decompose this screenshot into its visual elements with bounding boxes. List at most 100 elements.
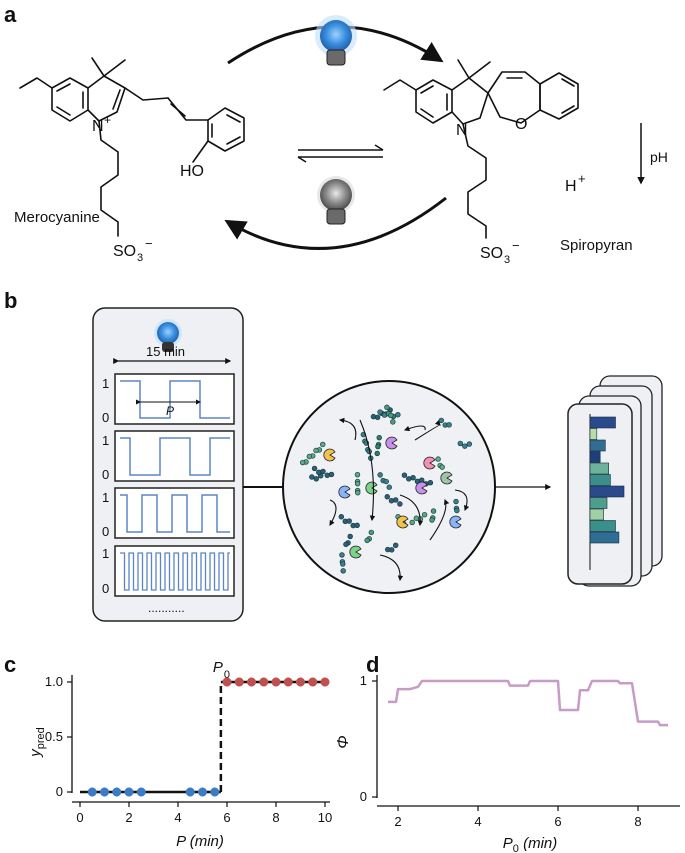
enzyme-icon [415, 481, 428, 495]
c-data-point [87, 787, 97, 797]
strand-bead [340, 561, 346, 567]
spiropyran-sulfonate-sub: 3 [504, 254, 510, 266]
strand-bead [384, 404, 390, 411]
enzyme-icon [440, 471, 453, 485]
d-y-axis-label: Φ [335, 735, 352, 748]
reaction-arrow [379, 554, 404, 582]
strand-bead [413, 515, 420, 521]
d-x-tick-label: 6 [554, 814, 561, 829]
strand-bead [390, 419, 396, 425]
strand-bead [377, 472, 383, 478]
spiropyran-sulfonate: SO [480, 245, 503, 262]
merocyanine-hydroxyl: HO [180, 163, 204, 180]
box2-one: 1 [102, 433, 109, 448]
merocyanine-sulfonate-sub: 3 [137, 252, 143, 264]
equilibrium-arrows [297, 144, 384, 163]
enzyme-icon [385, 436, 398, 450]
strand-bead [462, 443, 468, 449]
c-data-point [99, 787, 110, 797]
d-x-tick-label: 4 [474, 814, 481, 829]
histogram-bar [589, 451, 601, 463]
strand-bead [309, 474, 315, 480]
enzyme-icon [423, 456, 436, 470]
strand-bead [364, 537, 370, 544]
panel-label-a: a [4, 2, 17, 27]
strand-bead [340, 568, 346, 574]
c-x-tick-label: 6 [223, 810, 230, 825]
histogram-bar [589, 428, 598, 440]
histogram-bar [589, 416, 616, 429]
c-data-point [185, 787, 195, 797]
enzyme-icon [323, 448, 336, 462]
strand-bead [466, 441, 472, 447]
c-data-point [295, 677, 306, 687]
merocyanine-n-atom: N [92, 118, 104, 135]
strand-bead [392, 542, 399, 549]
reaction-arrow [359, 419, 376, 522]
box4-one: 1 [102, 546, 109, 561]
reaction-arrow [403, 425, 426, 432]
panel-b-light-bulb-icon [154, 319, 182, 352]
c-x-tick-label: 8 [272, 810, 279, 825]
c-y-tick-label: 0.5 [45, 729, 63, 744]
c-threshold-sub: 0 [224, 669, 230, 681]
duration-label: 15 min [146, 344, 185, 359]
strand-bead [354, 471, 361, 478]
reaction-arrow [454, 489, 470, 512]
proton-charge: + [578, 171, 586, 186]
reaction-arrow [338, 417, 357, 441]
spiropyran-n-atom: N [456, 122, 468, 139]
strand-bead [457, 440, 464, 447]
grey-light-bulb-icon [317, 176, 355, 225]
strand-bead [376, 434, 382, 441]
c-x-tick-label: 2 [125, 810, 132, 825]
panel-label-d: d [366, 652, 380, 677]
strand-bead [354, 522, 360, 529]
c-y-tick-label: 0 [56, 784, 63, 799]
histogram-bar [589, 462, 610, 475]
strand-bead [311, 465, 318, 472]
histogram-bar [589, 531, 620, 544]
strand-bead [299, 459, 306, 466]
c-data-point [197, 787, 208, 797]
strand-bead [388, 412, 394, 419]
c-data-point [283, 677, 293, 687]
c-y-axis-label: ypred [27, 727, 47, 758]
histogram-bar [589, 520, 616, 532]
strand-bead [354, 480, 361, 487]
strand-bead [384, 494, 390, 500]
strand-bead [346, 518, 352, 524]
d-x-axis-label: P0 (min) [503, 835, 557, 853]
strand-bead [343, 541, 349, 548]
signal-box-4 [114, 545, 235, 597]
signal-box-1: P [114, 373, 235, 425]
strand-bead [439, 464, 445, 470]
c-x-tick-label: 0 [76, 810, 83, 825]
strand-bead [306, 453, 313, 460]
histogram-bar [589, 485, 625, 498]
spiropyran-o-atom: O [515, 116, 527, 133]
strand-bead [368, 529, 375, 536]
merocyanine-label: Merocyanine [14, 209, 100, 226]
box1-one: 1 [102, 376, 109, 391]
strand-bead [392, 497, 399, 503]
strand-bead [454, 507, 460, 514]
box3-one: 1 [102, 490, 109, 505]
c-data-point [124, 787, 134, 797]
merocyanine-structure: N + HO SO 3 − Merocyanine [14, 57, 245, 264]
panel-label-c: c [4, 652, 17, 677]
enzyme-icon [396, 515, 409, 529]
enzyme-icon [449, 515, 462, 529]
c-threshold-label: P [213, 659, 223, 676]
d-y-tick-label: 1 [360, 673, 367, 688]
enzyme-icon [338, 485, 351, 499]
strand-bead [409, 519, 415, 526]
strand-bead [370, 413, 377, 420]
histogram-bar [589, 508, 604, 521]
box3-zero: 0 [102, 524, 109, 539]
strand-bead [374, 450, 380, 457]
reaction-arrow [414, 419, 441, 441]
